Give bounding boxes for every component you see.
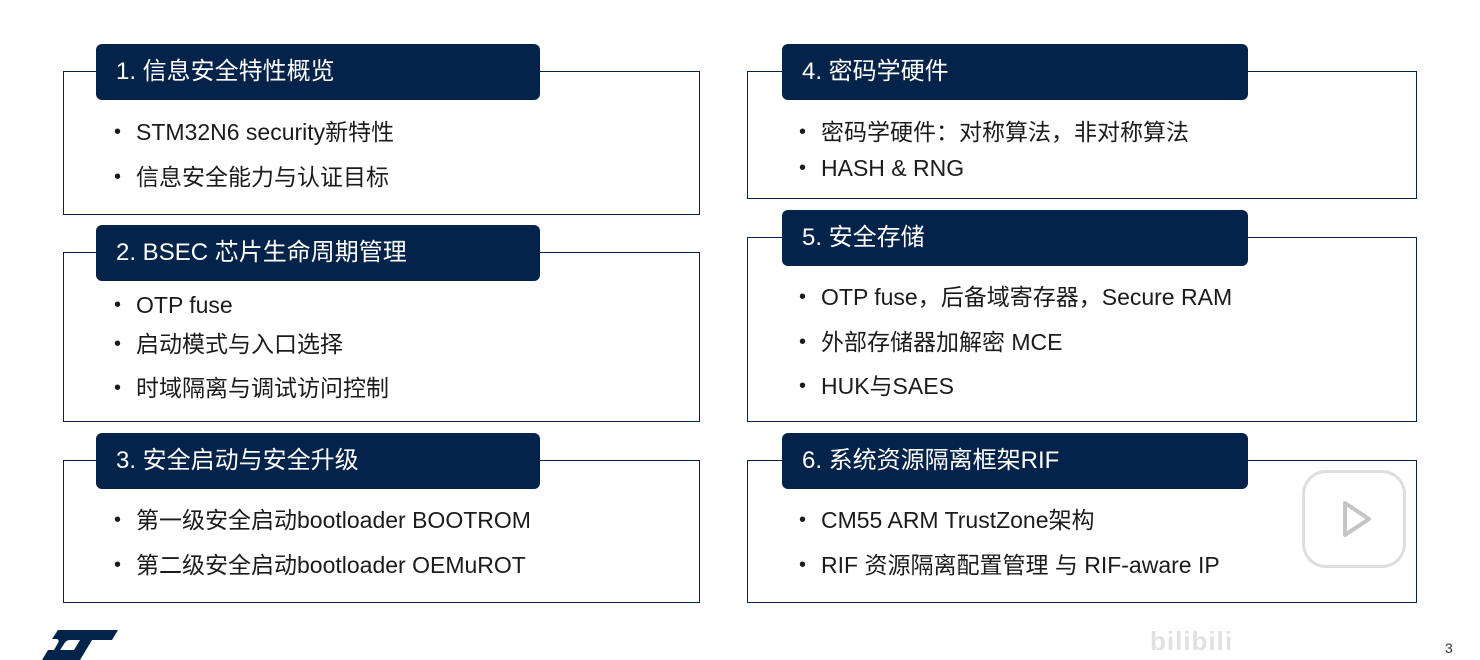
card-4-list: • 密码学硬件：对称算法，非对称算法 • HASH & RNG (785, 118, 1189, 182)
list-item: • 时域隔离与调试访问控制 (100, 374, 389, 402)
list-item-text: 时域隔离与调试访问控制 (136, 375, 389, 401)
play-button[interactable] (1302, 470, 1406, 568)
list-item: • OTP fuse，后备域寄存器，Secure RAM (785, 283, 1232, 311)
list-item-text: 信息安全能力与认证目标 (136, 164, 389, 190)
list-item-text: HASH & RNG (821, 155, 965, 181)
bullet-icon: • (799, 331, 807, 353)
list-item: • 密码学硬件：对称算法，非对称算法 (785, 118, 1189, 146)
list-item-text: CM55 ARM TrustZone架构 (821, 507, 1095, 533)
card-1-list: • STM32N6 security新特性 • 信息安全能力与认证目标 (100, 118, 394, 191)
card-5-title: 5. 安全存储 (782, 210, 1248, 266)
bullet-icon: • (114, 166, 122, 188)
bullet-icon: • (799, 554, 807, 576)
bullet-icon: • (799, 157, 807, 179)
list-item-text: OTP fuse，后备域寄存器，Secure RAM (821, 284, 1233, 310)
bullet-icon: • (114, 294, 122, 316)
card-2-list: • OTP fuse • 启动模式与入口选择 • 时域隔离与调试访问控制 (100, 291, 389, 402)
page-number: 3 (1445, 640, 1453, 656)
card-2-title: 2. BSEC 芯片生命周期管理 (96, 225, 540, 281)
card-5 (747, 237, 1417, 422)
list-item: • OTP fuse (100, 291, 389, 319)
list-item: • 外部存储器加解密 MCE (785, 328, 1232, 356)
card-6-title: 6. 系统资源隔离框架RIF (782, 433, 1248, 489)
bullet-icon: • (114, 333, 122, 355)
list-item: • HASH & RNG (785, 154, 1189, 182)
bullet-icon: • (114, 509, 122, 531)
bullet-icon: • (114, 377, 122, 399)
card-6-list: • CM55 ARM TrustZone架构 • RIF 资源隔离配置管理 与 RI… (785, 506, 1220, 579)
card-3-title: 3. 安全启动与安全升级 (96, 433, 540, 489)
bullet-icon: • (799, 509, 807, 531)
list-item-text: RIF 资源隔离配置管理 与 RIF-aware IP (821, 552, 1220, 578)
watermark: bilibili (1150, 626, 1234, 656)
bullet-icon: • (799, 286, 807, 308)
list-item: • 第一级安全启动bootloader BOOTROM (100, 506, 531, 534)
list-item-text: STM32N6 security新特性 (136, 119, 395, 145)
bullet-icon: • (799, 375, 807, 397)
list-item-text: 外部存储器加解密 MCE (821, 329, 1063, 355)
list-item-text: 第一级安全启动bootloader BOOTROM (136, 507, 531, 533)
card-1-title: 1. 信息安全特性概览 (96, 44, 540, 100)
bullet-icon: • (114, 121, 122, 143)
list-item: • 第二级安全启动bootloader OEMuROT (100, 551, 531, 579)
list-item: • 信息安全能力与认证目标 (100, 163, 394, 191)
st-logo (42, 630, 118, 660)
list-item: • 启动模式与入口选择 (100, 330, 389, 358)
list-item-text: 第二级安全启动bootloader OEMuROT (136, 552, 526, 578)
bullet-icon: • (799, 121, 807, 143)
list-item-text: 启动模式与入口选择 (136, 331, 343, 357)
list-item-text: OTP fuse (136, 292, 233, 318)
list-item: • HUK与SAES (785, 372, 1232, 400)
play-icon (1343, 501, 1371, 537)
bullet-icon: • (114, 554, 122, 576)
list-item: • RIF 资源隔离配置管理 与 RIF-aware IP (785, 551, 1220, 579)
list-item-text: HUK与SAES (821, 373, 954, 399)
list-item: • STM32N6 security新特性 (100, 118, 394, 146)
card-3-list: • 第一级安全启动bootloader BOOTROM • 第二级安全启动bootl… (100, 506, 531, 579)
card-5-list: • OTP fuse，后备域寄存器，Secure RAM • 外部存储器加解密 MC… (785, 283, 1232, 400)
list-item: • CM55 ARM TrustZone架构 (785, 506, 1220, 534)
card-4-title: 4. 密码学硬件 (782, 44, 1248, 100)
list-item-text: 密码学硬件：对称算法，非对称算法 (821, 119, 1189, 145)
